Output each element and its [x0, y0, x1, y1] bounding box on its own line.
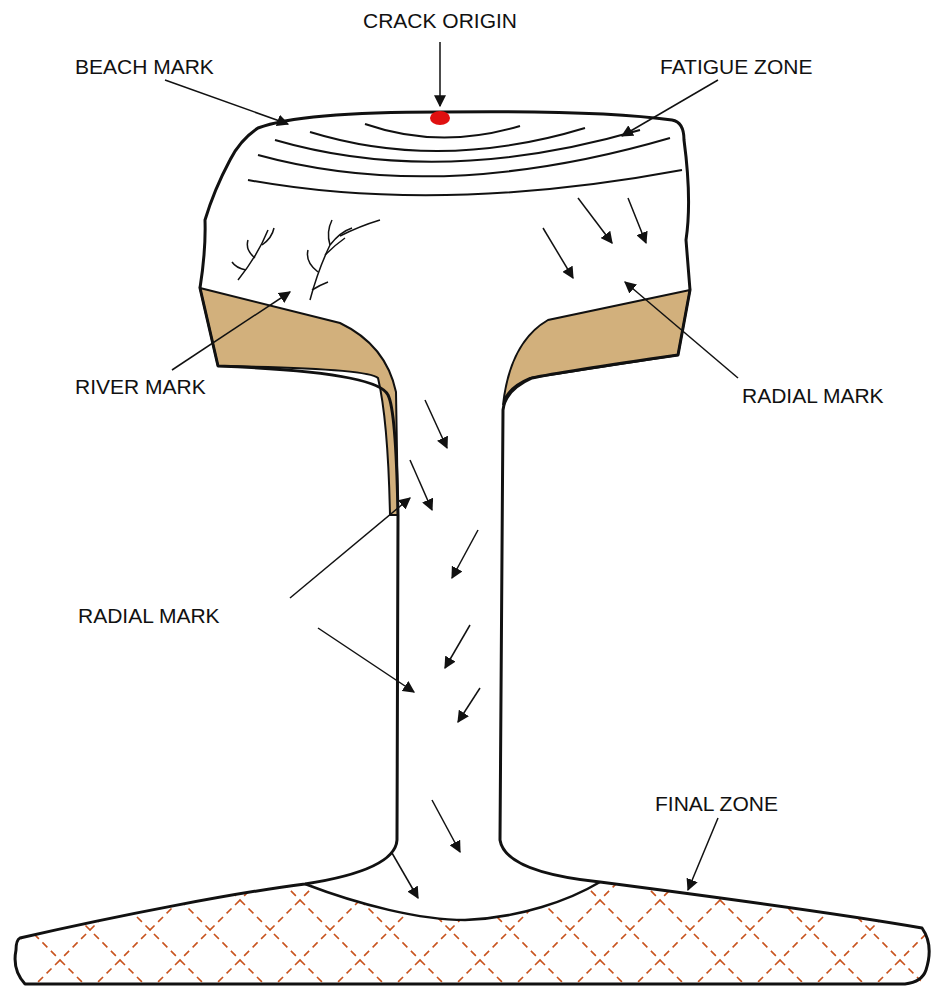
part-label: BEACH MARK [75, 55, 214, 78]
part-label: RIVER MARK [75, 375, 206, 398]
head-underside-left [200, 288, 398, 515]
rail-outline [15, 112, 929, 984]
part-label: RADIAL MARK [742, 384, 884, 407]
radial-marks [392, 198, 646, 898]
part-label: CRACK ORIGIN [363, 9, 517, 32]
final-zone-boundary [305, 882, 600, 920]
beach-marks [248, 124, 682, 195]
river-marks [232, 220, 380, 300]
part-label: FATIGUE ZONE [660, 55, 812, 78]
leader-lines [165, 42, 738, 890]
part-label: RADIAL MARK [78, 604, 220, 627]
part-label: FINAL ZONE [655, 792, 778, 815]
head-underside-right [503, 290, 690, 405]
final-zone-hatch [16, 882, 928, 984]
crack-origin-dot [430, 111, 450, 125]
